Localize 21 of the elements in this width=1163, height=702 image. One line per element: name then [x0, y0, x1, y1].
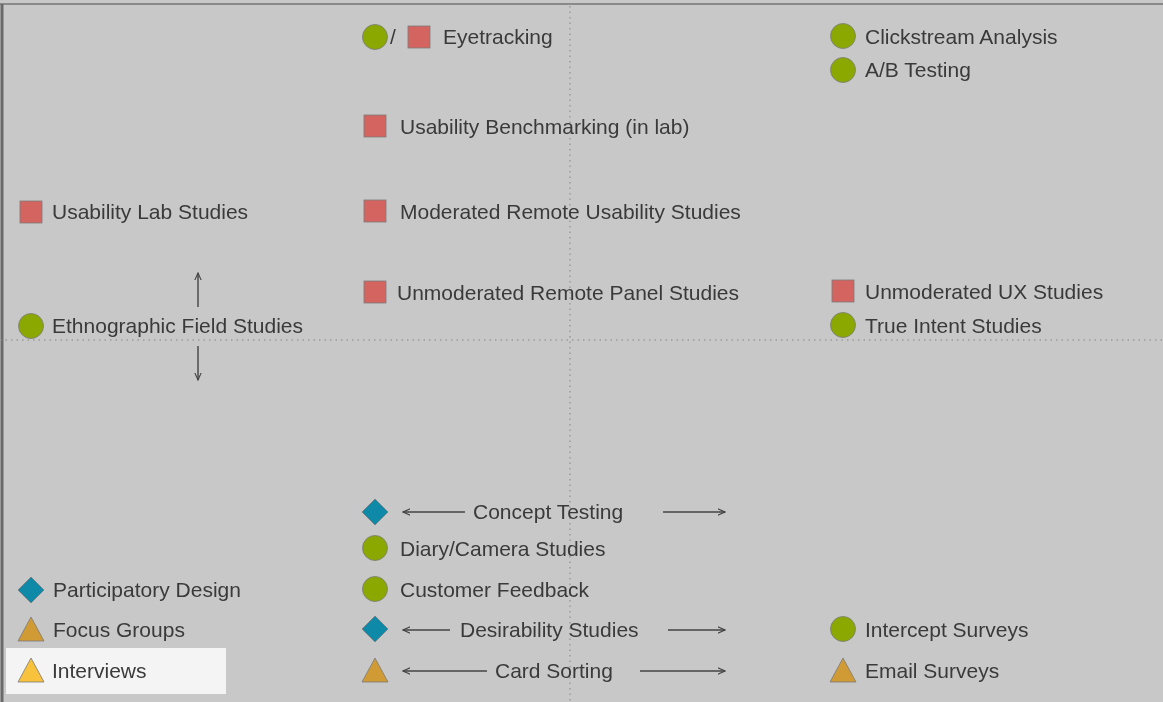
- method-label: A/B Testing: [865, 57, 971, 83]
- method-label: Moderated Remote Usability Studies: [400, 199, 741, 225]
- method-label: Customer Feedback: [400, 577, 590, 603]
- method-label: Concept Testing: [473, 499, 624, 525]
- method-label: Interviews: [52, 658, 147, 684]
- method-label: Focus Groups: [53, 617, 185, 643]
- separator-text: /: [390, 24, 396, 50]
- method-label: Usability Lab Studies: [52, 199, 249, 225]
- method-label: Card Sorting: [495, 658, 613, 684]
- method-label: Unmoderated Remote Panel Studies: [397, 280, 740, 306]
- method-label: Diary/Camera Studies: [400, 536, 606, 562]
- method-label: Desirability Studies: [460, 617, 639, 643]
- method-label: Intercept Surveys: [865, 617, 1029, 643]
- method-label: True Intent Studies: [865, 313, 1042, 339]
- method-label: Ethnographic Field Studies: [52, 313, 303, 339]
- method-label: Participatory Design: [53, 577, 241, 603]
- method-label: Email Surveys: [865, 658, 1000, 684]
- method-label: Usability Benchmarking (in lab): [400, 114, 690, 140]
- method-label: Eyetracking: [443, 24, 553, 50]
- method-label: Unmoderated UX Studies: [865, 279, 1104, 305]
- method-label: Clickstream Analysis: [865, 24, 1058, 50]
